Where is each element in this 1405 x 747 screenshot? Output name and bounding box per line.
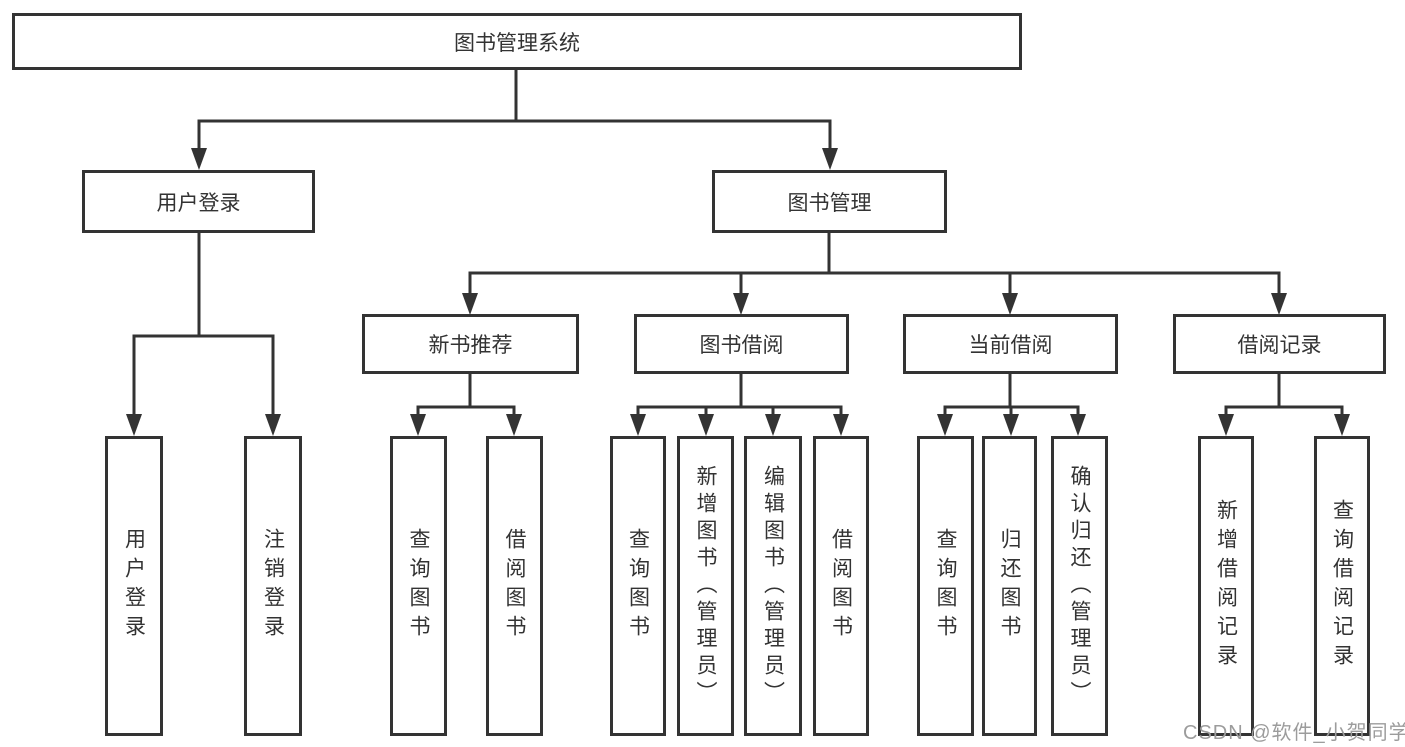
node-user-login: 用户登录 <box>82 170 315 233</box>
leaf-borrowing-add-books-admin: 新增图书（管理员） <box>677 436 734 736</box>
node-book-borrowing: 图书借阅 <box>634 314 849 374</box>
leaf-current-confirm-return-admin: 确认归还（管理员） <box>1051 436 1108 736</box>
node-book-management: 图书管理 <box>712 170 947 233</box>
leaf-records-add-borrow-record: 新增借阅记录 <box>1198 436 1254 736</box>
leaf-user-login: 用户登录 <box>105 436 163 736</box>
node-current-borrowing: 当前借阅 <box>903 314 1118 374</box>
leaf-borrowing-query-books: 查询图书 <box>610 436 666 736</box>
csdn-watermark: CSDN @软件_小贺同学 <box>1183 722 1405 744</box>
leaf-borrowing-edit-books-admin: 编辑图书（管理员） <box>744 436 802 736</box>
node-root: 图书管理系统 <box>12 13 1022 70</box>
leaf-current-return-books: 归还图书 <box>982 436 1037 736</box>
node-borrowing-records: 借阅记录 <box>1173 314 1386 374</box>
leaf-recommend-borrow-books: 借阅图书 <box>486 436 543 736</box>
leaf-borrowing-borrow-books: 借阅图书 <box>813 436 869 736</box>
node-new-book-recommend: 新书推荐 <box>362 314 579 374</box>
leaf-records-query-borrow-record: 查询借阅记录 <box>1314 436 1370 736</box>
leaf-recommend-query-books: 查询图书 <box>390 436 447 736</box>
leaf-current-query-books: 查询图书 <box>917 436 974 736</box>
leaf-logout: 注销登录 <box>244 436 302 736</box>
arrowheads <box>126 148 1350 436</box>
